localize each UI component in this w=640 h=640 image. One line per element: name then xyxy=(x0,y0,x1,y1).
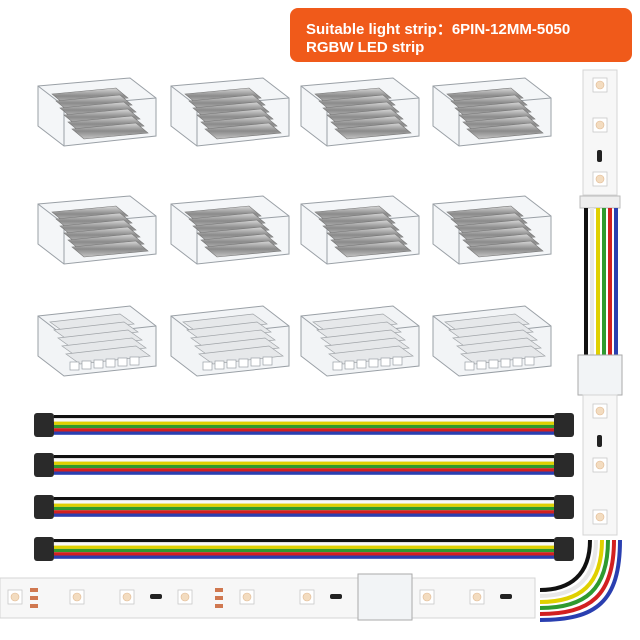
product-info-banner: Suitable light strip：6PIN-12MM-5050 RGBW… xyxy=(290,8,632,62)
banner-line-2: RGBW LED strip xyxy=(306,39,425,56)
banner-line-1: Suitable light strip：6PIN-12MM-5050 xyxy=(306,21,571,38)
